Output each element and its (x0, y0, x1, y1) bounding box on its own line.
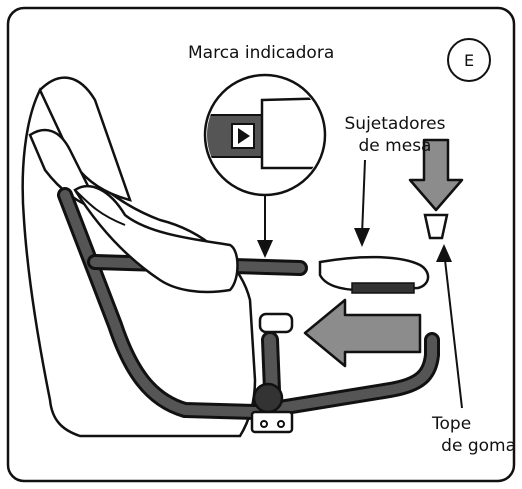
post-base-hole-1 (260, 420, 268, 428)
slide-arrow (303, 298, 422, 368)
support-post-fill (264, 334, 278, 396)
post-clamp (258, 312, 294, 334)
table-clamps-label: Sujetadores de mesa (335, 113, 455, 157)
table-clamps-label-line1: Sujetadores (344, 114, 446, 134)
rubber-stop (423, 213, 449, 240)
clamp-leader-head (354, 228, 370, 247)
armrest-edge (74, 189, 126, 226)
rubber-stop-label-line2: de goma (441, 436, 516, 456)
stop-leader (444, 259, 463, 409)
post-base-hole-2 (277, 420, 285, 428)
clamp-leader (361, 159, 366, 236)
down-arrow (408, 138, 464, 212)
table-clamp (318, 255, 430, 292)
border-frame (6, 6, 516, 483)
rubber-stop-label-line1: Tope (432, 414, 472, 434)
rubber-stop-label: Tope de goma (420, 413, 516, 457)
table-clamps-label-line2: de mesa (358, 136, 432, 156)
indicator-triangle (238, 128, 250, 144)
frame-tube-fill (60, 190, 437, 417)
step-badge: E (447, 38, 491, 82)
indicator-mark-label: Marca indicadora (188, 43, 335, 63)
post-knob (252, 382, 284, 414)
magnifier-leader-head (257, 240, 273, 258)
clamp-teeth (351, 282, 415, 294)
post-base (250, 410, 294, 434)
seat-back-ridge (38, 76, 132, 202)
magnified-sleeve (260, 96, 323, 170)
stop-leader-head (436, 244, 452, 262)
armrest (73, 184, 239, 294)
